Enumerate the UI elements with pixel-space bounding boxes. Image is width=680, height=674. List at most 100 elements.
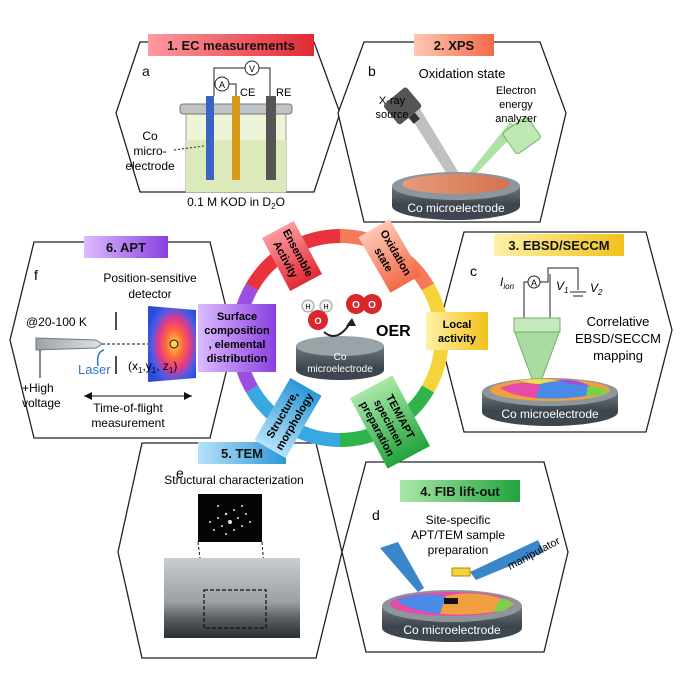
svg-text:, elemental: , elemental [209,339,266,351]
apt-tof-2: measurement [91,416,165,430]
ebsd-wire-2 [540,267,579,290]
hexagon-xps [337,41,567,223]
panel-letter-f: f [34,267,38,283]
xps-analyzer-1: Electron [496,85,536,97]
svg-text:H: H [323,304,328,311]
ebsd-v2: V2 [590,281,603,297]
panel-letter-a: a [142,63,150,79]
reaction-arrowhead [346,318,356,326]
fib-lamella [451,567,471,577]
ec-label-ce: CE [240,87,255,99]
fib-dish-label: Co microelectrode [403,623,501,637]
apt-voltage-2: voltage [22,396,61,410]
ebsd-desc-3: mapping [593,348,643,363]
ammeter-icon [214,76,230,92]
svg-text:microelectrode: microelectrode [307,364,373,375]
tem-diffraction [198,494,262,542]
apt-laser-arrow [96,349,105,367]
title-tem: 5. TEM [221,446,263,461]
xps-source-1: X-ray [379,95,406,107]
svg-text:Co: Co [334,352,347,363]
voltmeter-icon [244,60,260,76]
svg-text:O: O [352,300,360,311]
panel-ec: a V A CE RE Co micro- electrode 0.1 M KO… [125,60,293,211]
badge-ebsd: 3. EBSD/SECCM [494,234,624,256]
apt-detector-1: Position-sensitive [103,271,197,285]
apt-tof-arrowhead-left [84,392,92,400]
tem-image [164,558,300,638]
xps-dish-label: Co microelectrode [407,201,505,215]
title-ebsd: 3. EBSD/SECCM [508,238,609,253]
panel-tem: e Structural characterization [164,465,304,638]
apt-tip [35,337,103,351]
co-electrode [206,96,214,180]
center-electrode: Co microelectrode [296,336,384,380]
fib-desc-2: APT/TEM sample [411,528,505,542]
ec-electrode-label-1: Co [142,129,158,143]
hexagon-apt [9,241,235,439]
fib-manipulator [470,540,544,580]
ec-solution: 0.1 M KOD in D2O [187,195,285,211]
badge-xps: 2. XPS [414,34,494,56]
title-fib: 4. FIB lift-out [420,484,500,499]
oxygen-molecule-icon: O O [346,294,382,314]
apt-temperature: @20-100 K [26,315,87,329]
xps-source-2: source [375,109,408,121]
panel-xps: b Oxidation state X-ray source Electron … [368,63,541,220]
svg-text:activity: activity [438,333,477,345]
badge-fib: 4. FIB lift-out [400,480,520,502]
xray-beam [406,102,462,182]
fib-grain-map [390,592,514,616]
badge-apt: 6. APT [84,236,168,258]
ring-label-local: Local activity [426,312,488,350]
badge-tem: 5. TEM [198,442,286,464]
svg-text:O: O [314,316,321,326]
pipette-barrel [513,317,561,333]
ebsd-wire [523,281,528,330]
ec-electrode-label-3: electrode [125,159,175,173]
panel-letter-d: d [372,507,380,523]
panel-letter-e: e [176,465,184,481]
xps-heading: Oxidation state [419,66,506,81]
ebsd-grain-map [490,379,610,401]
badge-ec: 1. EC measurements [148,34,314,56]
apt-detector-2: detector [128,287,171,301]
apt-hit-point [169,339,179,349]
svg-text:Surface: Surface [217,311,257,323]
title-apt: 6. APT [106,240,146,255]
apt-laser: Laser [78,362,111,377]
apt-tof-arrowhead-right [184,392,192,400]
ring-label-oxidation: Oxidation state [358,219,422,293]
ec-wire [213,67,271,96]
ebsd-desc-1: Correlative [587,314,650,329]
svg-text:Local: Local [443,319,472,331]
fib-desc-1: Site-specific [426,513,491,527]
ec-electrode-label-2: micro- [133,144,166,158]
apt-tof-1: Time-of-flight [93,401,163,415]
panel-ebsd: c Iion A V1 V2 Co microelectrode Correla… [470,263,661,426]
ebsd-dish-label: Co microelectrode [501,407,599,421]
ec-label-re: RE [276,87,291,99]
ebsd-desc-2: EBSD/SECCM [575,331,661,346]
apt-coords: (x1,y1, z1) [128,359,177,375]
svg-text:O: O [368,300,376,311]
title-ec: 1. EC measurements [167,38,295,53]
xps-sample [402,174,510,194]
oer-label: OER [376,323,411,340]
ring-label-temapt: TEM/APT specimen preparation [350,375,430,469]
title-xps: 2. XPS [434,38,475,53]
panel-letter-b: b [368,63,376,79]
counter-electrode [232,96,240,180]
ebsd-i: Iion [500,275,515,291]
ec-pointer [173,145,205,151]
tem-heading: Structural characterization [164,473,303,487]
tem-zoom-box [203,589,267,629]
panel-apt: f Position-sensitive detector @20-100 K … [22,267,197,430]
water-molecule-icon: O H H [301,299,333,330]
reaction-arrow [323,319,353,337]
xps-analyzer-2: energy [499,99,533,111]
tem-diffraction-spots [209,505,251,535]
ec-label-v: V [249,64,255,74]
xps-analyzer-3: analyzer [495,113,537,125]
